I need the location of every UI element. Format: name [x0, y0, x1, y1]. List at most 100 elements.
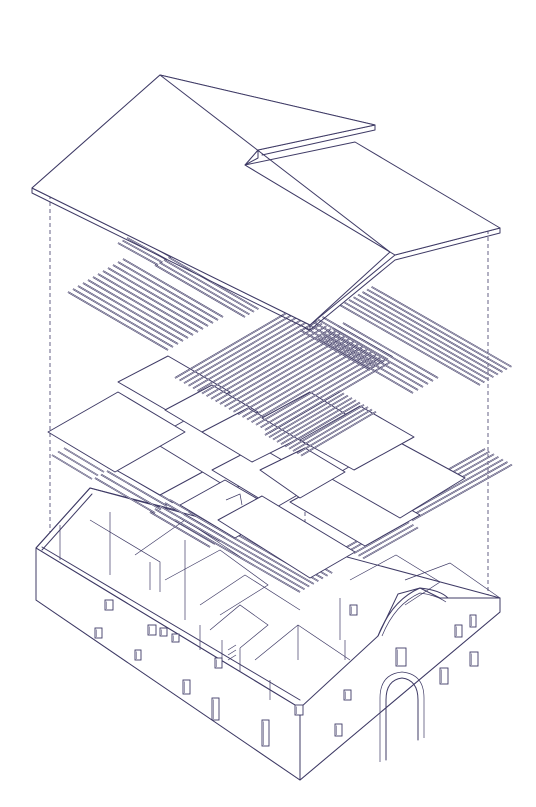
joist-beam-highlight: [344, 302, 485, 383]
joist-beam-highlight: [246, 349, 368, 420]
roof-left-plane: [31, 74, 391, 326]
window-opening: [261, 719, 270, 747]
joist-beam-highlight: [242, 346, 363, 418]
joist-beam-highlight: [215, 331, 336, 402]
joist-beam-highlight: [228, 338, 350, 410]
window-opening: [104, 599, 114, 611]
roof-eave-thickness: [309, 227, 501, 331]
window-opening: [134, 649, 142, 661]
first-floor-slabs: [94, 411, 466, 579]
joist-beam-highlight: [188, 511, 314, 585]
joist-beam-highlight: [92, 276, 194, 336]
joist-beam-highlight: [313, 321, 384, 363]
joist-beam-highlight: [174, 307, 296, 379]
joist-beam-highlight: [117, 242, 159, 266]
joist-beam-highlight: [342, 322, 439, 379]
joist-beam-highlight: [411, 464, 513, 521]
joist-beam-highlight: [292, 406, 369, 452]
joist-beam-highlight: [362, 291, 503, 373]
window-opening: [395, 647, 407, 667]
joist-beam-highlight: [100, 474, 162, 510]
window-opening: [343, 689, 352, 701]
joist-beam-highlight: [206, 325, 327, 397]
wall-top-edge-back: [35, 487, 177, 549]
floor-slab: [299, 405, 415, 471]
joist-beam-highlight: [280, 399, 357, 445]
joist-beam-highlight: [219, 333, 341, 405]
joist-beam-highlight: [149, 511, 211, 548]
joist-beam-highlight: [322, 334, 419, 391]
joist-beam-highlight: [255, 354, 377, 426]
joist-beam-highlight: [358, 524, 414, 557]
joist-beam-highlight: [348, 299, 490, 381]
joist-beam-highlight: [362, 527, 419, 559]
joist-beam-highlight: [317, 319, 389, 360]
gable-parapet-inner: [381, 592, 447, 637]
joist-beam-highlight: [264, 359, 386, 431]
window-opening: [159, 627, 168, 637]
window-opening: [469, 651, 479, 667]
joist-beam-highlight: [97, 273, 199, 333]
partition: [209, 604, 269, 649]
partition: [164, 549, 269, 616]
partition: [199, 574, 301, 611]
joist-beam-highlight: [184, 514, 310, 587]
joist-beam-highlight: [102, 270, 204, 330]
joist-beam-highlight: [300, 411, 377, 456]
joist-beam-highlight: [353, 521, 410, 554]
joist-beam-highlight: [51, 454, 93, 480]
joist-beam-highlight: [407, 461, 508, 519]
joist-beam-highlight: [154, 264, 246, 318]
joist-beam-highlight: [72, 288, 174, 348]
window-opening: [454, 624, 463, 638]
window-opening: [294, 704, 304, 716]
joist-beam-highlight: [296, 409, 373, 454]
wall-top-front-inner: [41, 546, 301, 701]
window-opening: [349, 604, 358, 616]
window-opening: [147, 624, 157, 636]
joist-beam-highlight: [339, 304, 481, 386]
roof-eave-front: [31, 187, 311, 331]
joist-beam-highlight: [357, 294, 499, 375]
window-opening: [211, 697, 220, 721]
roof-ridge: [159, 74, 391, 253]
stair-lines: [227, 644, 237, 661]
window-opening: [94, 627, 103, 639]
window-opening: [439, 667, 449, 685]
arched-door-surround: [379, 671, 425, 762]
floor-slab: [259, 447, 346, 499]
joist-beam-highlight: [174, 519, 301, 593]
joist-beam-highlight: [308, 324, 380, 366]
joist-beam-highlight: [332, 328, 429, 385]
joist-beam-highlight: [117, 261, 219, 321]
joist-beam-highlight: [251, 351, 372, 423]
joist-beam-highlight: [122, 258, 224, 318]
joist-beam-highlight: [264, 390, 341, 436]
joist-beam-highlight: [82, 282, 184, 342]
joist-beam-highlight: [57, 451, 99, 476]
gable-parapet: [377, 587, 449, 637]
joist-beam-highlight: [163, 259, 255, 313]
joist-beam-highlight: [272, 395, 349, 440]
joist-beam-highlight: [337, 325, 434, 382]
joist-beam-highlight: [366, 289, 508, 370]
joist-beam-highlight: [353, 296, 494, 378]
joist-beam-highlight: [210, 328, 332, 400]
joist-beam-highlight: [192, 318, 314, 389]
joist-beam-highlight: [371, 286, 512, 368]
roof-edge-thickness: [261, 124, 376, 156]
joist-beam-highlight: [122, 240, 163, 263]
joist-beam-highlight: [268, 393, 345, 438]
floor-slab: [217, 495, 356, 579]
joist-beam-highlight: [106, 470, 168, 507]
roof-step: [244, 149, 259, 166]
wall-inner-edge-left: [41, 493, 93, 551]
joist-beam-highlight: [237, 344, 359, 415]
joist-beam-highlight: [327, 331, 424, 388]
joist-beam-highlight: [77, 285, 179, 345]
joist-beam-highlight: [188, 315, 309, 387]
facade-windows: [94, 599, 479, 747]
joist-beam-highlight: [183, 312, 305, 384]
